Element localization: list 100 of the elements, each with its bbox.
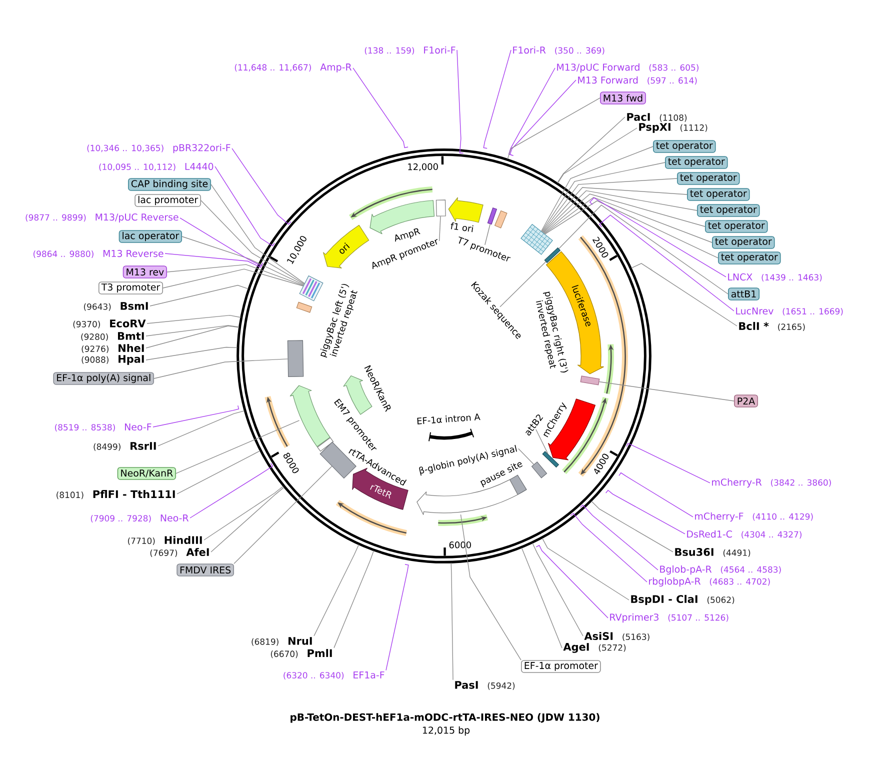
leader-line <box>580 504 658 570</box>
leader-line <box>162 268 304 288</box>
feature-label-box: tet operator <box>718 252 781 264</box>
feature-label-box: P2A <box>734 394 758 408</box>
feature-label: EF-1α intron A <box>417 414 480 424</box>
primer-label: L4440 <box>185 162 214 170</box>
primer-label: Neo-R <box>160 514 189 522</box>
leader-line <box>589 197 726 278</box>
restriction-site-label: PmlI <box>308 649 332 657</box>
site-position: (8499) <box>94 443 120 451</box>
restriction-site-label: NruI <box>288 637 312 645</box>
scale-label: 4000 <box>594 454 609 474</box>
feature-label-box: M13 rev <box>122 266 168 278</box>
site-position: (6670) <box>270 650 298 658</box>
leader-line <box>146 325 240 336</box>
feature-box <box>287 340 304 378</box>
site-position: (9088) <box>82 356 108 364</box>
position-range: (6320 .. 6340) <box>284 672 344 680</box>
leader-line <box>210 486 284 552</box>
leader-line <box>146 314 241 324</box>
feature-label-box: attB1 <box>728 288 760 300</box>
site-position: (7710) <box>128 537 155 545</box>
position-range: (4564 .. 4583) <box>720 566 781 574</box>
position-range: (350 .. 369) <box>555 47 604 55</box>
leader-line <box>146 346 238 360</box>
leader-line <box>557 128 638 184</box>
primer-label: RVprimer3 <box>610 613 658 623</box>
restriction-site-label: PacI <box>627 113 650 121</box>
feature-bar <box>494 210 508 228</box>
site-position: (5062) <box>707 596 734 604</box>
restriction-site-label: AgeI <box>563 643 589 653</box>
restriction-site-label: PasI <box>455 681 478 689</box>
position-range: (8519 .. 8538) <box>55 424 115 432</box>
primer-label: M13/pUC Forward <box>557 63 640 73</box>
feature-label-box: lac promoter <box>134 194 202 207</box>
restriction-site-label: AsiSI <box>584 632 613 640</box>
position-range: (3842 .. 3860) <box>771 479 831 487</box>
leader-line <box>542 162 666 232</box>
position-range: (597 .. 614) <box>648 77 697 85</box>
leader-line <box>605 490 686 534</box>
feature-label-box: EF-1α poly(A) signal <box>53 372 154 385</box>
leader-line <box>536 429 548 454</box>
primer-label: Bglob-pA-R <box>660 565 712 575</box>
restriction-site-label: Bsu36I <box>675 548 714 556</box>
leader-line <box>521 548 562 648</box>
feature-label-box: tet operator <box>665 156 728 169</box>
primer-label: M13 Reverse <box>103 250 164 258</box>
leader-line <box>536 544 608 618</box>
position-range: (5107 .. 5126) <box>668 614 728 622</box>
restriction-site-label: NheI <box>118 344 144 352</box>
leader-line <box>158 410 245 446</box>
leader-line <box>154 358 288 379</box>
scale-label: 6000 <box>449 541 471 548</box>
site-position: (9643) <box>84 303 111 311</box>
site-position: (5163) <box>622 633 650 641</box>
leader-line <box>334 550 374 648</box>
leader-line <box>532 542 584 636</box>
restriction-site-label: PspXI <box>639 123 670 133</box>
leader-line <box>182 236 304 286</box>
primer-label: LNCX <box>728 273 752 281</box>
restriction-site-label: BclI * <box>739 322 769 330</box>
leader-line <box>542 178 678 232</box>
primer-label: M13/pUC Reverse <box>96 213 178 222</box>
leader-line <box>438 216 441 242</box>
feature-bar <box>296 302 312 313</box>
leader-line <box>176 420 300 474</box>
feature-label-box: FMDV IRES <box>176 564 234 576</box>
position-range: (4683 .. 4702) <box>710 578 770 586</box>
leader-line <box>146 326 240 348</box>
site-position: (5272) <box>598 644 626 652</box>
plasmid-name: pB-TetOn-DEST-hEF1a-mODC-rtTA-IRES-NEO (JDW 1130) <box>290 713 600 723</box>
leader-line <box>544 196 712 243</box>
leader-line <box>166 264 304 286</box>
feature-label-box: NeoR/KanR <box>117 467 176 480</box>
leader-line <box>618 472 694 518</box>
leader-line <box>570 512 648 582</box>
leader-line <box>214 166 275 246</box>
leader-line <box>598 214 734 312</box>
position-range: (4110 .. 4129) <box>752 513 813 521</box>
feature-bar <box>436 200 446 216</box>
leader-line <box>484 224 490 246</box>
leader-line <box>540 146 654 232</box>
feature-label-box: tet operator <box>677 172 740 185</box>
leader-line <box>200 200 304 284</box>
primer-label: F1ori-R <box>513 46 546 54</box>
feature-bar <box>317 437 334 452</box>
feature-label-box: tet operator <box>697 204 760 217</box>
plasmid-length: 12,015 bp <box>422 726 470 736</box>
feature-label-box: T3 promoter <box>98 282 164 294</box>
restriction-site-label: BmtI <box>118 332 144 340</box>
leader-line <box>591 500 674 552</box>
primer-label: rbglobpA-R <box>649 577 701 587</box>
leader-line <box>460 514 522 660</box>
primer-label: mCherry-F <box>695 512 744 522</box>
position-range: (1439 .. 1463) <box>762 274 822 282</box>
feature-block: ori <box>323 224 370 268</box>
leader-line <box>204 486 284 540</box>
site-position: (9276) <box>82 345 108 353</box>
restriction-site-label: HpaI <box>118 355 144 365</box>
leader-line <box>508 68 556 156</box>
